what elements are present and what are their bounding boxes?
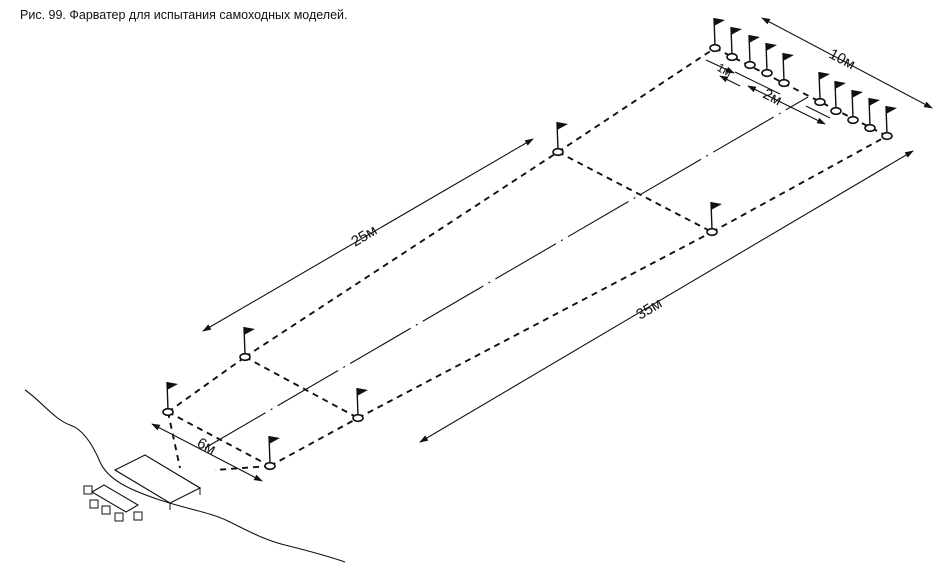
dim-label-1m: 1м — [715, 60, 735, 79]
dim-label-35m: 35м — [633, 295, 665, 323]
flag-buoy-icon — [709, 17, 725, 53]
flag-buoy-icon — [552, 121, 568, 157]
dim-label-6m: 6м — [194, 435, 218, 459]
flag-buoy-icon — [830, 80, 846, 116]
dimension-lines — [151, 17, 933, 482]
flag-buoy-icon — [726, 26, 742, 62]
centerline — [204, 96, 809, 449]
fairway-boundaries — [167, 47, 888, 471]
flag-buoy-icon — [352, 387, 368, 423]
dim-label-25m: 25м — [348, 222, 380, 250]
figure-caption: Рис. 99. Фарватер для испытания самоходн… — [20, 8, 348, 22]
flag-buoy-icon — [239, 326, 255, 362]
flag-buoy-icon — [814, 71, 830, 107]
judges-table-icon — [90, 484, 140, 513]
dim-label-10m: 10м — [826, 46, 858, 74]
dim-label-2m: 2м — [760, 86, 784, 110]
chair-icon — [83, 485, 143, 522]
start-pier-icon — [113, 454, 202, 504]
flag-buoy-icon — [162, 381, 178, 417]
flag-buoy-icon — [264, 435, 280, 471]
judges-area — [83, 454, 202, 522]
flag-buoy-icon — [864, 97, 880, 133]
flag-buoy-icon — [778, 52, 794, 88]
flag-buoy-icon — [847, 89, 863, 125]
buoys-layer — [162, 17, 897, 471]
flag-buoy-icon — [761, 42, 777, 78]
flag-buoy-icon — [881, 105, 897, 141]
flag-buoy-icon — [744, 34, 760, 70]
shoreline — [24, 389, 346, 563]
flag-buoy-icon — [706, 201, 722, 237]
